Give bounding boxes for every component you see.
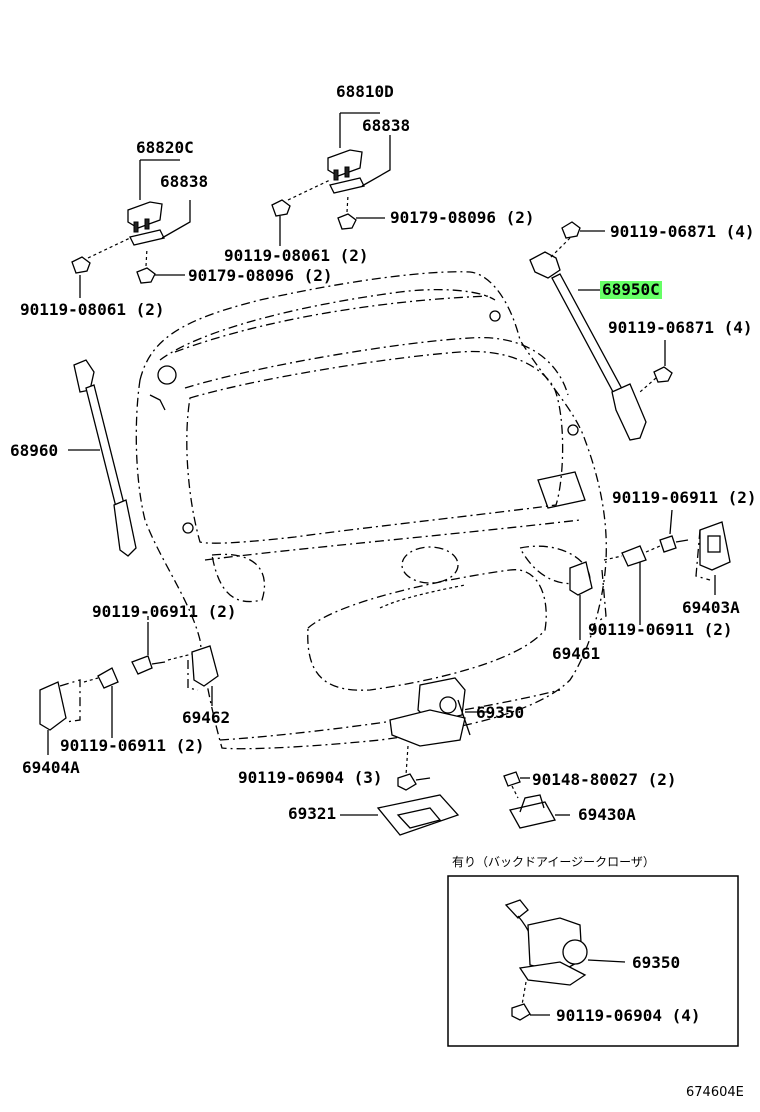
label-69461: 69461 bbox=[552, 644, 601, 663]
label-nut-90179-08096-left: 90179-08096 (2) bbox=[188, 266, 333, 285]
label-68838-top: 68838 bbox=[362, 116, 411, 135]
bracket-69404a bbox=[39, 667, 119, 755]
label-bolt-90119-06911-right-top: 90119-06911 (2) bbox=[612, 488, 757, 507]
label-68810d: 68810D bbox=[336, 82, 394, 101]
door-lock-69350 bbox=[389, 677, 490, 791]
label-nut-90179-08096-center: 90179-08096 (2) bbox=[390, 208, 535, 227]
label-68820c: 68820C bbox=[136, 138, 194, 157]
bracket-69462 bbox=[131, 622, 219, 706]
label-bolt-90119-06911-left-bottom: 90119-06911 (2) bbox=[60, 736, 205, 755]
inset-closer-69350 bbox=[504, 899, 626, 1021]
label-bolt-90119-08061-left: 90119-08061 (2) bbox=[20, 300, 165, 319]
label-bolt-90119-06871-mid: 90119-06871 (4) bbox=[608, 318, 753, 337]
label-69321: 69321 bbox=[288, 804, 337, 823]
label-bolt-90119-06871-top: 90119-06871 (4) bbox=[610, 222, 755, 241]
back-door-panel bbox=[135, 271, 607, 750]
figure-number: 674604E bbox=[686, 1085, 744, 1100]
inset-frame bbox=[447, 875, 739, 1047]
hinge-fasteners bbox=[71, 179, 385, 284]
label-69350: 69350 bbox=[476, 703, 525, 722]
door-lower-section bbox=[149, 310, 591, 741]
bracket-69461 bbox=[569, 561, 607, 640]
label-bolt-90119-06904-main: 90119-06904 (3) bbox=[238, 768, 383, 787]
inset-note: 有り（バックドアイージークローザ） bbox=[452, 855, 655, 869]
label-69403a: 69403A bbox=[682, 598, 740, 617]
gas-strut-68960 bbox=[68, 359, 137, 557]
cover-69321 bbox=[340, 794, 460, 836]
hinge-68810d bbox=[327, 112, 391, 194]
label-69404a: 69404A bbox=[22, 758, 80, 777]
label-69350-inset: 69350 bbox=[632, 953, 681, 972]
label-screw-90148-80027: 90148-80027 (2) bbox=[532, 770, 677, 789]
label-68950c-highlighted: 68950C bbox=[600, 280, 662, 299]
hinge-68820c bbox=[127, 159, 191, 246]
label-bolt-90119-08061-center: 90119-08061 (2) bbox=[224, 246, 369, 265]
label-bolt-90119-06911-left-top: 90119-06911 (2) bbox=[92, 602, 237, 621]
leader-lines bbox=[79, 240, 281, 620]
label-68960: 68960 bbox=[10, 441, 59, 460]
back-door-window bbox=[184, 336, 569, 544]
label-bolt-90119-06904-inset: 90119-06904 (4) bbox=[556, 1006, 701, 1025]
label-bolt-90119-06911-right-bottom: 90119-06911 (2) bbox=[588, 620, 733, 639]
striker-69430a bbox=[503, 771, 570, 829]
gas-strut-68950c bbox=[529, 221, 673, 441]
label-69430a: 69430A bbox=[578, 805, 636, 824]
bracket-69403a bbox=[695, 521, 731, 595]
label-68838-left: 68838 bbox=[160, 172, 209, 191]
right-fasteners bbox=[603, 509, 689, 625]
label-69462: 69462 bbox=[182, 708, 231, 727]
